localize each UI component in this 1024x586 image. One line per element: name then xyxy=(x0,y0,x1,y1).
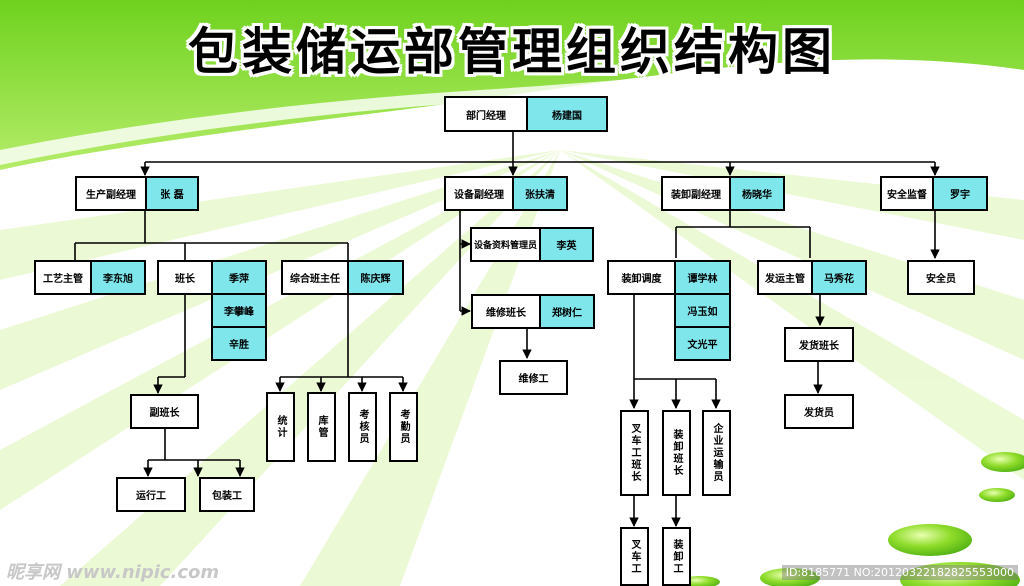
loading-name: 杨晓华 xyxy=(729,176,785,211)
loading-worker: 装卸工 xyxy=(662,527,691,586)
repair-lead-name: 郑树仁 xyxy=(539,294,595,329)
stats: 统计 xyxy=(266,392,295,462)
equip-admin-name: 李英 xyxy=(539,227,594,262)
repair-lead-role: 维修班长 xyxy=(471,294,541,329)
assessor: 考核员 xyxy=(348,392,377,462)
equip-admin-role: 设备资料管理员 xyxy=(470,227,541,262)
shipping-manager-name: 马秀花 xyxy=(811,260,867,295)
forklift-worker: 叉车工 xyxy=(620,527,649,586)
dispatch-name-2: 冯玉如 xyxy=(674,293,731,328)
packer: 包装工 xyxy=(199,477,255,512)
forklift-lead: 叉车工班长 xyxy=(620,410,649,496)
team-lead-role: 班长 xyxy=(157,260,213,295)
safety-name: 罗宇 xyxy=(932,176,988,211)
deputy-team-lead: 副班长 xyxy=(130,394,199,429)
equipment-role: 设备副经理 xyxy=(444,176,514,211)
operator: 运行工 xyxy=(116,477,186,512)
shipping-manager-role: 发运主管 xyxy=(757,260,813,295)
warehouse: 库管 xyxy=(307,392,336,462)
safety-role: 安全监督 xyxy=(880,176,934,211)
team-lead-name-1: 季萍 xyxy=(211,260,267,295)
process-lead-role: 工艺主管 xyxy=(34,260,92,295)
production-name: 张 磊 xyxy=(145,176,199,211)
production-role: 生产副经理 xyxy=(75,176,147,211)
enterprise-transport: 企业运输员 xyxy=(702,410,731,496)
dispatch-name-3: 文光平 xyxy=(674,326,731,361)
watermark-site: 昵享网 www.nipic.com xyxy=(6,562,220,583)
manager-name: 杨建国 xyxy=(526,96,608,132)
watermark-id: ID:8185771 NO:20120322182825553000 xyxy=(781,565,1018,580)
dispatch-role: 装卸调度 xyxy=(607,260,676,295)
shipper: 发货员 xyxy=(784,394,854,429)
general-team-name: 陈庆辉 xyxy=(347,260,404,295)
manager-role: 部门经理 xyxy=(444,96,528,132)
repair-worker: 维修工 xyxy=(499,360,568,395)
general-team-role: 综合班主任 xyxy=(281,260,349,295)
shipping-lead: 发货班长 xyxy=(784,327,854,362)
team-lead-name-2: 李攀峰 xyxy=(211,293,267,328)
page-title: 包装储运部管理组织结构图 xyxy=(188,23,836,81)
loading-lead: 装卸班长 xyxy=(662,410,691,496)
attendance: 考勤员 xyxy=(389,392,418,462)
loading-role: 装卸副经理 xyxy=(661,176,731,211)
equipment-name: 张扶清 xyxy=(512,176,568,211)
process-lead-name: 李东旭 xyxy=(90,260,146,295)
team-lead-name-3: 辛胜 xyxy=(211,326,267,361)
safety-officer: 安全员 xyxy=(907,260,975,295)
dispatch-name-1: 谭学林 xyxy=(674,260,731,295)
